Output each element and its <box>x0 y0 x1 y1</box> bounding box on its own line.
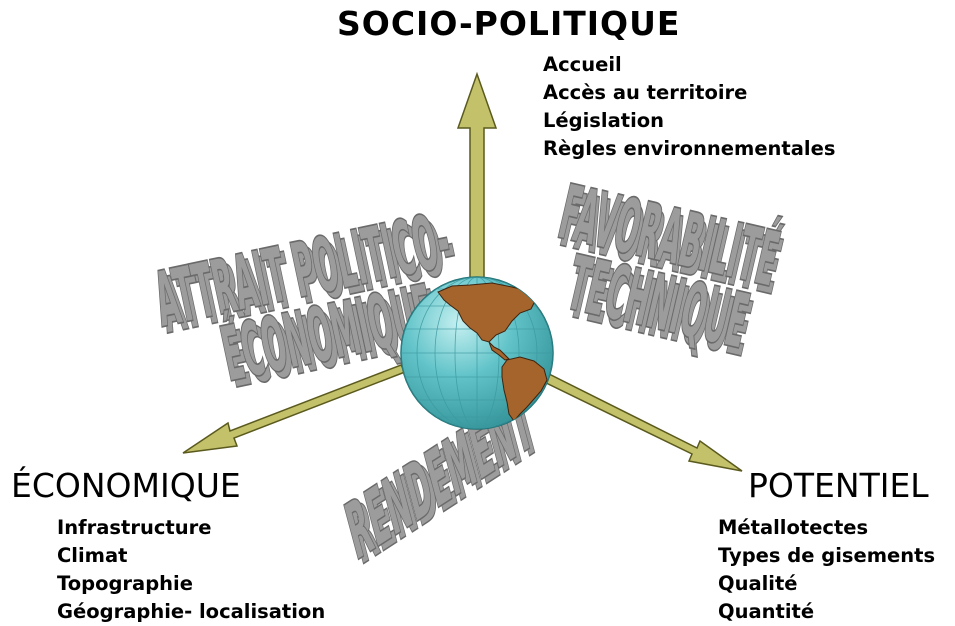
arrow-up <box>456 71 498 301</box>
list-item: Quantité <box>718 600 815 623</box>
globe-americas-icon <box>400 276 554 430</box>
list-item: Infrastructure <box>57 516 212 539</box>
list-item: Types de gisements <box>718 544 936 567</box>
list-item: Topographie <box>57 572 193 595</box>
list-item: Accueil <box>543 53 622 76</box>
plane-label-favorabilite: FAVORABILITÉ FAVORABILITÉ TECHNIQUE TECH… <box>551 166 790 374</box>
arrow-down-right <box>538 371 743 472</box>
economique-factors: Infrastructure Climat Topographie Géogra… <box>57 514 325 626</box>
axis-title-potentiel: POTENTIEL <box>748 466 929 505</box>
list-item: Règles environnementales <box>543 137 836 160</box>
socio-politique-factors: Accueil Accès au territoire Législation … <box>543 51 835 163</box>
list-item: Géographie- localisation <box>57 600 326 623</box>
list-item: Métallotectes <box>718 516 869 539</box>
arrow-down-left <box>182 364 407 454</box>
list-item: Qualité <box>718 572 798 595</box>
potentiel-factors: Métallotectes Types de gisements Qualité… <box>718 514 935 626</box>
axis-title-economique: ÉCONOMIQUE <box>11 466 241 505</box>
list-item: Législation <box>543 109 665 132</box>
list-item: Climat <box>57 544 128 567</box>
list-item: Accès au territoire <box>543 81 748 104</box>
axis-title-socio-politique: SOCIO-POLITIQUE <box>337 4 681 43</box>
